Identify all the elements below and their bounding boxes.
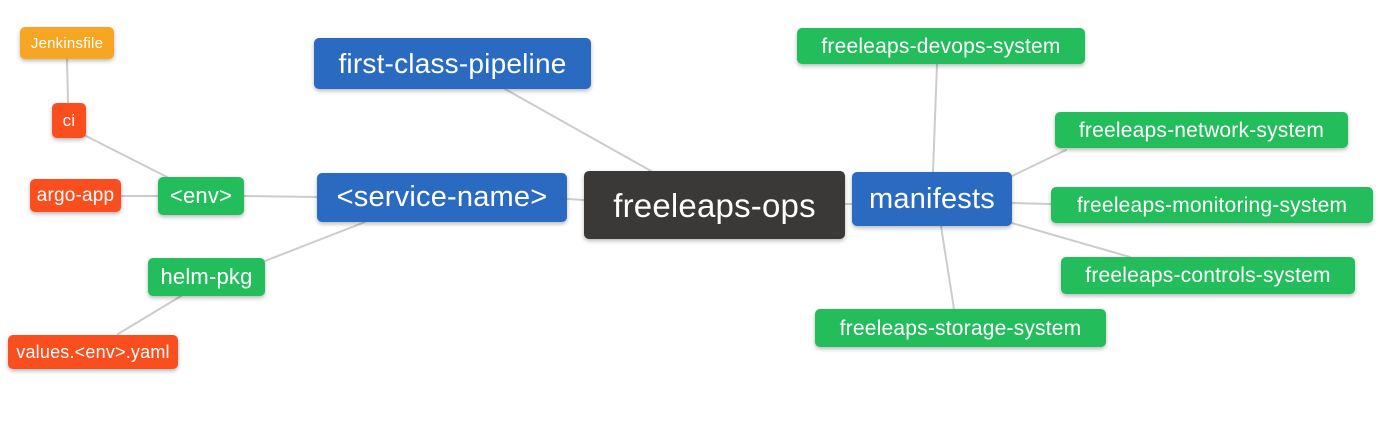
edge-env--service-name [243,195,318,198]
node-freeleaps-devops-system[interactable]: freeleaps-devops-system [797,28,1085,64]
edge-ci--env [83,134,168,178]
node-label: manifests [869,182,995,215]
node-freeleaps-network-system[interactable]: freeleaps-network-system [1055,112,1348,148]
edge-manifests--freeleaps-network-system [1011,149,1067,177]
node-helm-pkg[interactable]: helm-pkg [148,258,265,296]
node-label: freeleaps-controls-system [1085,264,1331,287]
node-service-name[interactable]: <service-name> [317,173,567,222]
node-freeleaps-monitoring-system[interactable]: freeleaps-monitoring-system [1051,187,1373,223]
node-jenkinsfile[interactable]: Jenkinsfile [20,27,114,59]
edge-values-env-yaml--helm-pkg [117,295,182,335]
node-values-env-yaml[interactable]: values.<env>.yaml [8,335,178,369]
edge-first-class-pipeline--freeleaps-ops [504,88,652,172]
node-env[interactable]: <env> [158,177,244,215]
edge-manifests--freeleaps-monitoring-system [1011,202,1052,205]
node-argo-app[interactable]: argo-app [30,179,121,212]
node-label: helm-pkg [160,264,253,289]
node-first-class-pipeline[interactable]: first-class-pipeline [314,38,591,89]
node-label: freeleaps-ops [613,186,816,224]
node-label: freeleaps-network-system [1078,118,1325,142]
node-label: freeleaps-devops-system [821,34,1061,58]
node-label: ci [62,111,76,130]
edge-manifests--freeleaps-storage-system [940,225,955,310]
node-label: Jenkinsfile [30,34,104,52]
node-label: <service-name> [336,181,548,213]
edge-manifests--freeleaps-controls-system [1011,222,1131,258]
node-ci[interactable]: ci [52,103,86,138]
node-label: freeleaps-monitoring-system [1076,193,1348,217]
edge-service-name--freeleaps-ops [566,198,585,201]
node-freeleaps-controls-system[interactable]: freeleaps-controls-system [1061,257,1355,294]
node-manifests[interactable]: manifests [852,172,1012,226]
node-freeleaps-storage-system[interactable]: freeleaps-storage-system [815,309,1106,347]
edge-manifests--freeleaps-devops-system [932,63,938,173]
node-label: argo-app [36,185,115,206]
node-freeleaps-ops[interactable]: freeleaps-ops [584,171,845,239]
node-label: <env> [169,183,233,208]
node-label: first-class-pipeline [338,47,567,79]
edge-helm-pkg--service-name [264,221,366,262]
node-label: values.<env>.yaml [16,342,170,362]
node-label: freeleaps-storage-system [839,316,1082,340]
edge-jenkinsfile--ci [66,58,69,104]
